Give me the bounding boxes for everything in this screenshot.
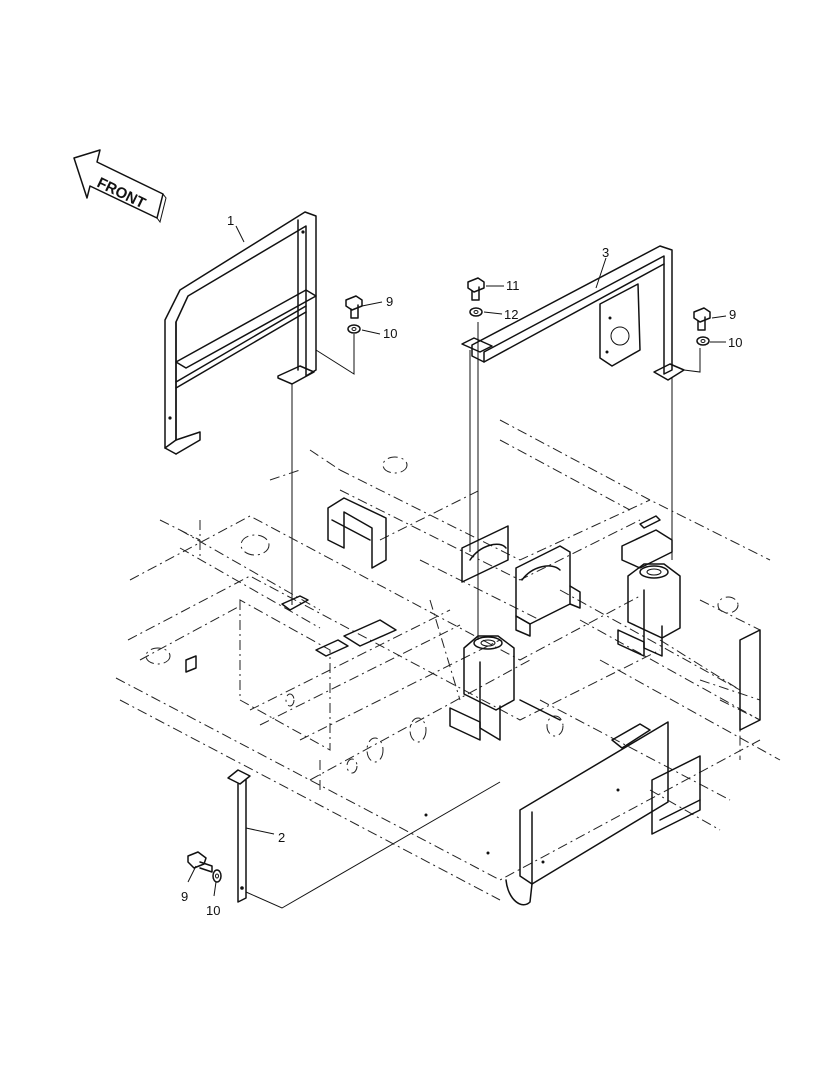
handrail-frame-part-1 — [164, 211, 317, 455]
callout-3: 3 — [602, 245, 609, 260]
callout-9-right: 9 — [729, 307, 736, 322]
callout-9-left: 9 — [386, 294, 393, 309]
machine-frame-solid — [185, 497, 761, 906]
washer-10-bottom — [212, 869, 222, 883]
callout-leaders — [187, 225, 727, 897]
callout-labels: 1 2 3 9 10 11 12 9 10 9 10 — [181, 213, 742, 918]
callout-12: 12 — [504, 307, 518, 322]
callout-1: 1 — [227, 213, 234, 228]
washer-10-left — [347, 324, 361, 334]
vertical-strap-part-2 — [227, 769, 251, 903]
front-arrow: FRONT — [73, 149, 167, 224]
washer-10-right — [696, 336, 710, 346]
alignment-lines — [245, 322, 701, 909]
bolt-9-bottom — [187, 851, 213, 873]
washer-12 — [469, 307, 483, 317]
bolt-11 — [467, 277, 485, 301]
callout-9-bottom: 9 — [181, 889, 188, 904]
callout-10-right: 10 — [728, 335, 742, 350]
front-label: FRONT — [94, 174, 148, 212]
bolt-9-right — [693, 307, 711, 331]
callout-10-left: 10 — [383, 326, 397, 341]
machine-frame-phantom — [115, 419, 781, 901]
callout-2: 2 — [278, 830, 285, 845]
callout-11: 11 — [506, 278, 520, 293]
callout-10-bottom: 10 — [206, 903, 220, 918]
bolt-9-left — [345, 295, 363, 319]
